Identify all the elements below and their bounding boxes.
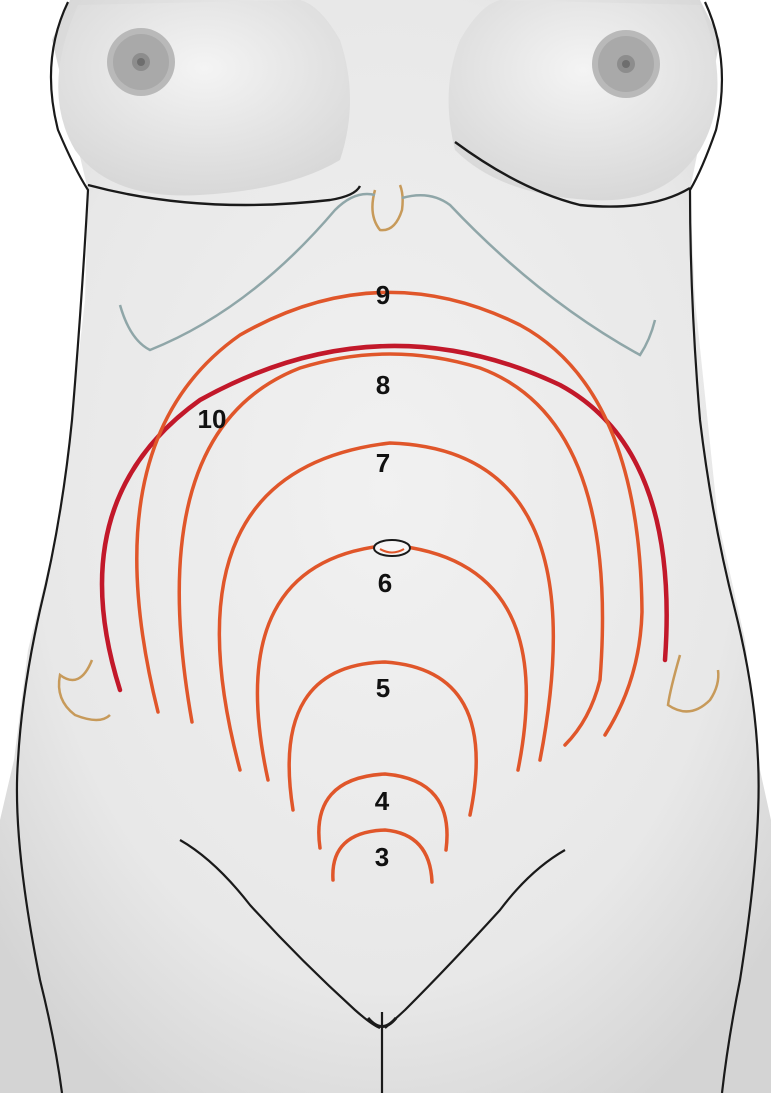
label-month-4: 4 [375,786,390,816]
label-month-10: 10 [198,404,227,434]
label-month-7: 7 [376,448,390,478]
right-breast [449,0,718,200]
label-month-9: 9 [376,280,390,310]
umbilicus-icon [374,540,410,556]
label-month-3: 3 [375,842,389,872]
label-month-8: 8 [376,370,390,400]
label-month-6: 6 [378,568,392,598]
left-nipple-icon [107,28,175,96]
right-nipple-icon [592,30,660,98]
label-month-5: 5 [376,673,390,703]
left-breast [58,0,350,195]
